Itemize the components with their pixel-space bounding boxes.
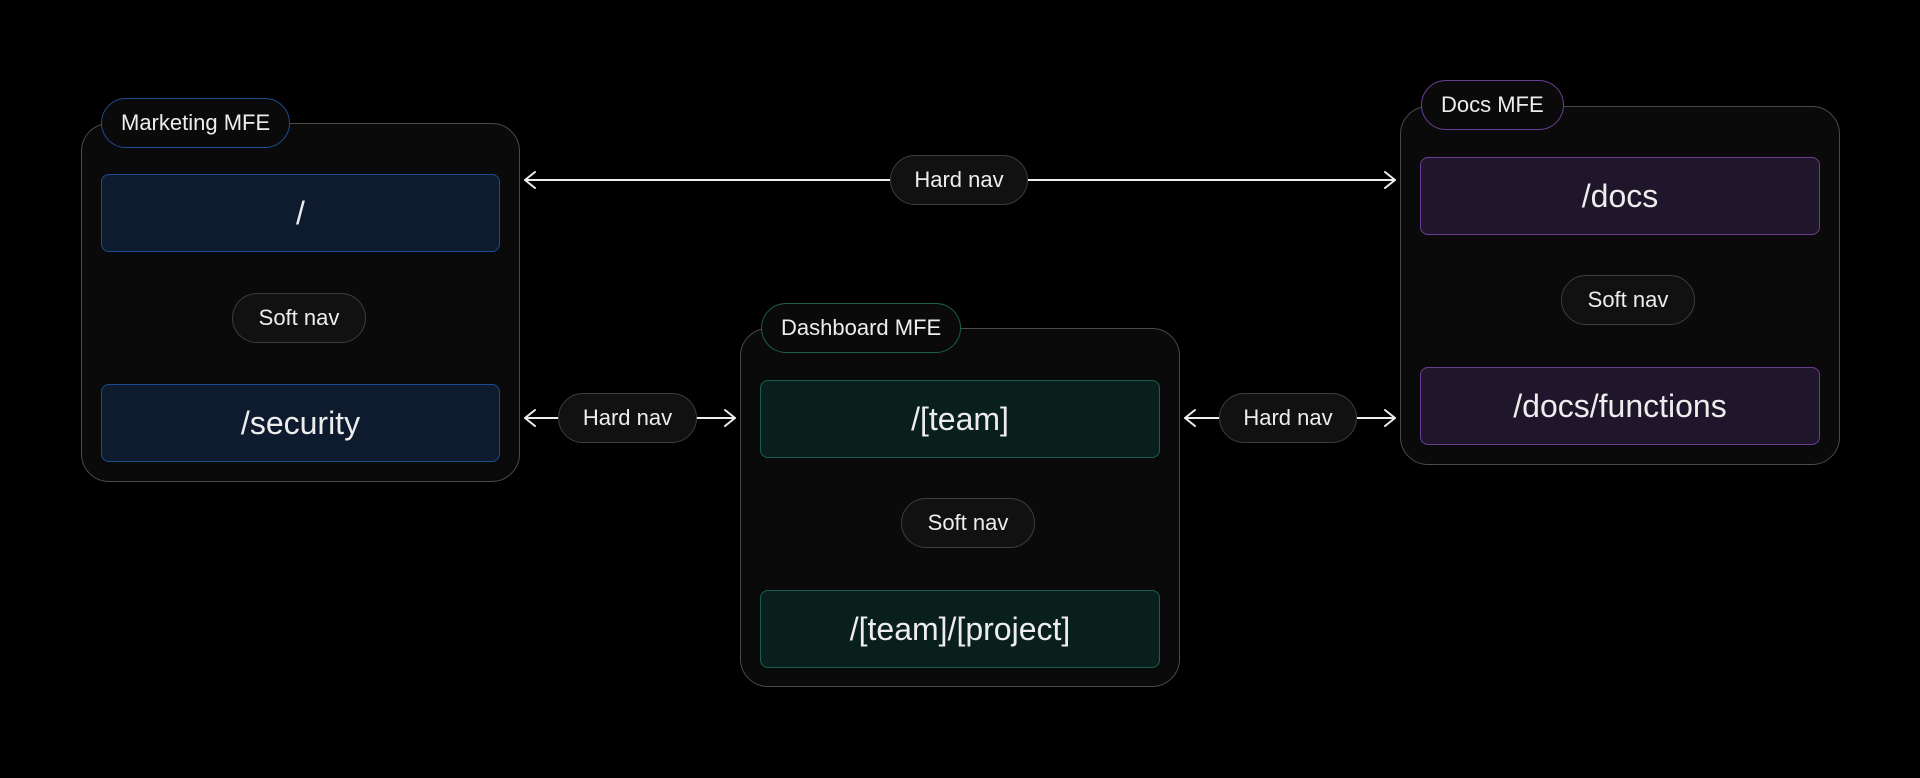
route-docs-functions[interactable]: /docs/functions bbox=[1420, 367, 1820, 445]
route-team-project[interactable]: /[team]/[project] bbox=[760, 590, 1160, 668]
route-docs[interactable]: /docs bbox=[1420, 157, 1820, 235]
dashboard-soft-nav-label: Soft nav bbox=[901, 498, 1035, 548]
docs-mfe-label: Docs MFE bbox=[1421, 80, 1564, 130]
route-security[interactable]: /security bbox=[101, 384, 500, 462]
route-team[interactable]: /[team] bbox=[760, 380, 1160, 458]
hard-nav-marketing-docs-label: Hard nav bbox=[890, 155, 1028, 205]
marketing-mfe-label: Marketing MFE bbox=[101, 98, 291, 148]
hard-nav-marketing-dashboard-label: Hard nav bbox=[558, 393, 697, 443]
hard-nav-dashboard-docs-label: Hard nav bbox=[1219, 393, 1357, 443]
marketing-soft-nav-label: Soft nav bbox=[232, 293, 366, 343]
docs-soft-nav-label: Soft nav bbox=[1561, 275, 1695, 325]
dashboard-mfe-label: Dashboard MFE bbox=[761, 303, 962, 353]
route-root[interactable]: / bbox=[101, 174, 500, 252]
